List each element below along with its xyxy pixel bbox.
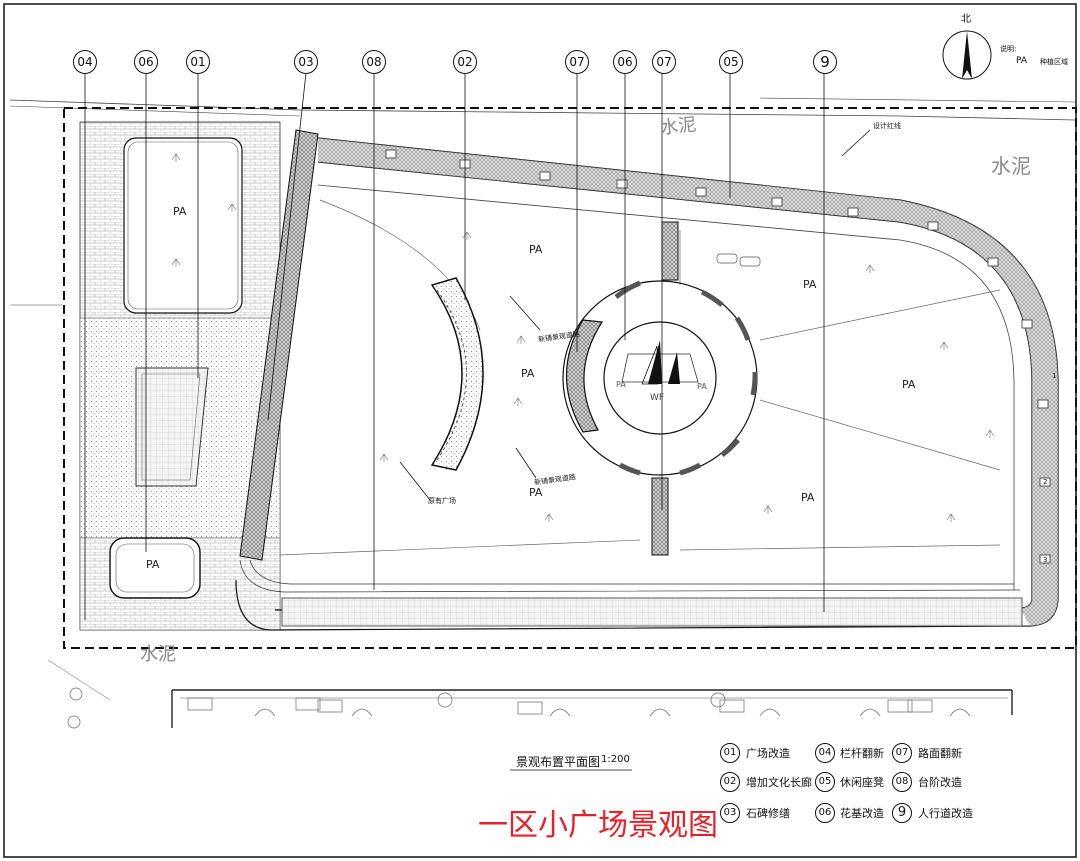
legend-text-02: 增加文化长廊 (746, 776, 812, 789)
legend-num-04: 04 (815, 743, 835, 763)
legend-text-01: 广场改造 (746, 747, 790, 760)
cement-label-right: 水泥 (991, 154, 1031, 178)
legend-text-07: 路面翻新 (918, 747, 962, 760)
legend-num-07: 07 (892, 743, 912, 763)
north-arrow-icon (962, 31, 972, 79)
culture-plaza-label: 原有广场 (428, 497, 456, 505)
callout-01: 01 (186, 50, 210, 74)
callout-leaders (84, 72, 871, 620)
legend-num-01: 01 (720, 743, 740, 763)
legend-note-heading: 说明: (1000, 45, 1017, 53)
legend-text-9: 人行道改造 (918, 807, 973, 820)
street-parking (67, 687, 971, 729)
legend-num-05: 05 (815, 772, 835, 792)
pa-label-circle-e: PA (697, 382, 707, 391)
callout-06b: 06 (613, 50, 637, 74)
legend-note-desc: 种植区域 (1040, 58, 1068, 66)
callout-9: 9 (813, 50, 837, 74)
legend-num-08: 08 (892, 772, 912, 792)
design-redline-label: 设计红线 (873, 122, 901, 130)
legend-num-06: 06 (815, 803, 835, 823)
pa-label-circle-w: PA (616, 380, 626, 389)
shrub-symbols (171, 153, 995, 522)
callout-07: 07 (565, 50, 589, 74)
path-strip-south (651, 477, 669, 556)
pa-label-se: PA (801, 491, 815, 504)
legend-num-02: 02 (720, 772, 740, 792)
legend-text-06: 花基改造 (840, 807, 884, 820)
legend-text-04: 栏杆翻新 (840, 747, 884, 760)
wf-label: WF (650, 393, 665, 403)
callout-08: 08 (362, 50, 386, 74)
cement-label-top: 水泥 (659, 114, 698, 139)
culture-corridor (430, 277, 484, 471)
bench-num-2: 2 (1043, 478, 1048, 486)
planting-bed-nw (123, 137, 243, 314)
callout-07b: 07 (652, 50, 676, 74)
pa-label-south: PA (529, 486, 543, 499)
pa-label-ne: PA (803, 278, 817, 291)
callout-05: 05 (719, 50, 743, 74)
bench-num-1: 1 (1052, 372, 1057, 380)
cement-label-bottom: 水泥 (140, 644, 176, 665)
legend-note-code: PA (1016, 56, 1028, 66)
bench-num-3: 3 (1043, 556, 1048, 564)
arc-bench (565, 319, 604, 433)
pa-label-north: PA (529, 243, 543, 256)
callout-06: 06 (134, 50, 158, 74)
north-label: 北 (961, 14, 971, 25)
circle-benches (614, 280, 758, 476)
pa-label-e: PA (902, 378, 916, 391)
legend-num-9: 9 (892, 803, 912, 823)
callout-03: 03 (294, 50, 318, 74)
monument-plinth (135, 367, 209, 487)
car-icons (716, 253, 761, 267)
plan-scale: 1:200 (601, 754, 630, 765)
sidewalk-strip (281, 597, 1023, 627)
legend-num-03: 03 (720, 803, 740, 823)
callout-04: 04 (73, 50, 97, 74)
main-title: 一区小广场景观图 (478, 808, 718, 843)
design-boundary (63, 107, 1077, 649)
legend-text-08: 台阶改造 (918, 776, 962, 789)
planting-bed-sw (109, 537, 201, 599)
legend-text-05: 休闲座凳 (840, 776, 884, 789)
callout-02: 02 (453, 50, 477, 74)
pa-label-nw: PA (173, 205, 187, 218)
lamp-posts (385, 149, 1051, 564)
plan-name: 景观布置平面图 (516, 755, 601, 769)
pa-label-sw: PA (146, 558, 160, 571)
path-strip-north (661, 221, 679, 281)
stepped-edge (239, 129, 319, 561)
pa-label-mid: PA (521, 367, 535, 380)
legend-text-03: 石碑修缮 (746, 807, 790, 820)
